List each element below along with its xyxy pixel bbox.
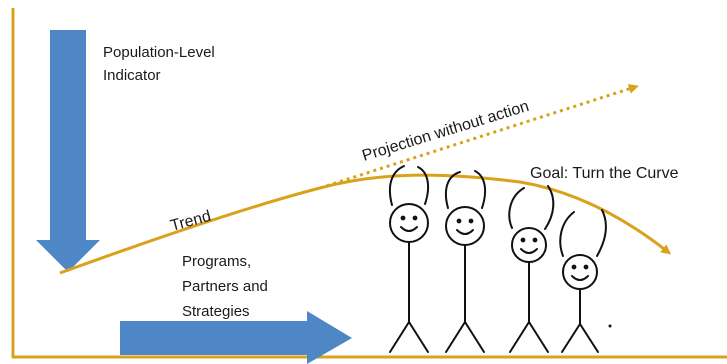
- stick-figure-2: [444, 170, 487, 353]
- programs-label-line3: Strategies: [182, 303, 250, 320]
- indicator-down-arrow: [36, 30, 100, 272]
- indicator-label-line2: Indicator: [103, 67, 161, 84]
- programs-label-line1: Programs,: [182, 253, 251, 270]
- stick-figure-1: [388, 165, 430, 353]
- projection-label: Projection without action: [360, 98, 531, 165]
- trend-label: Trend: [169, 208, 213, 235]
- indicator-label-line1: Population-Level: [103, 44, 215, 61]
- stick-figure-4: [559, 209, 607, 353]
- trend-curve: [59, 173, 672, 275]
- ink-dot: [608, 324, 612, 328]
- programs-label-line2: Partners and: [182, 278, 268, 295]
- goal-label: Goal: Turn the Curve: [530, 165, 679, 182]
- stick-figure-3: [508, 185, 555, 353]
- strategies-right-arrow: [120, 311, 352, 364]
- projection-line: [319, 84, 639, 190]
